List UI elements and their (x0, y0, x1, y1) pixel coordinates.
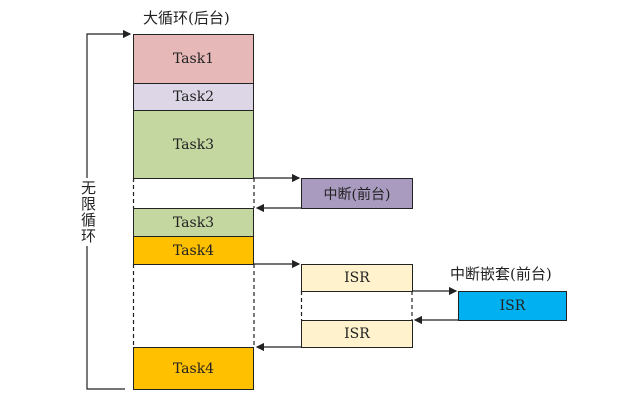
nested-isr-block: ISR (458, 291, 567, 321)
background-title: 大循环(后台) (143, 9, 230, 27)
task4-block: Task4 (133, 236, 254, 265)
loop-label: 无限循环 (78, 178, 99, 246)
task2-block: Task2 (133, 83, 254, 111)
isr-block: ISR (301, 264, 413, 292)
task3-resume-block: Task3 (133, 208, 254, 237)
interrupt-block: 中断(前台) (301, 178, 413, 209)
task3-block: Task3 (133, 110, 254, 179)
task4-resume-block: Task4 (133, 347, 254, 390)
nested-label: 中断嵌套(前台) (450, 265, 552, 283)
task1-block: Task1 (133, 34, 254, 84)
isr-resume-block: ISR (301, 320, 413, 348)
